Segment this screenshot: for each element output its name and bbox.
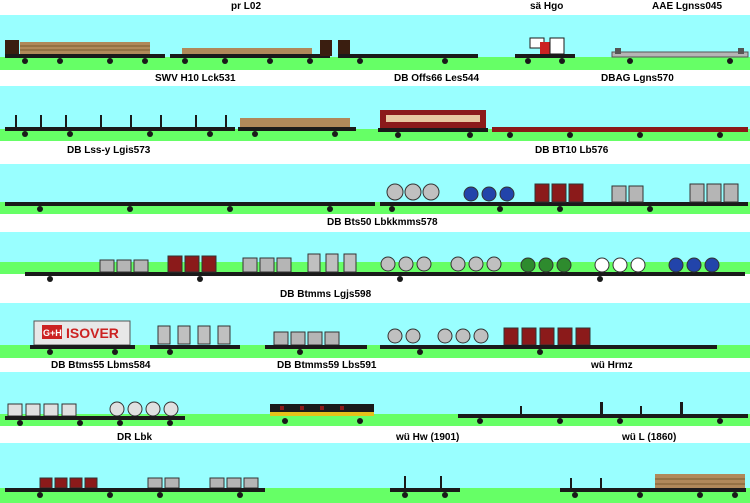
label-sa-hgo: sä Hgo bbox=[530, 1, 564, 12]
label-wu-hw-1901: wü Hw (1901) bbox=[396, 432, 460, 443]
label-pr-l02: pr L02 bbox=[231, 1, 262, 12]
wagon-sa-hgo bbox=[515, 37, 575, 64]
wagon-pr-l02 bbox=[5, 40, 478, 64]
container-brand: ISOVER bbox=[66, 325, 119, 341]
label-dr-lbk: DR Lbk bbox=[117, 432, 152, 443]
label-swv-h10-lck531: SWV H10 Lck531 bbox=[155, 73, 236, 84]
container-logo: G+H bbox=[43, 328, 62, 338]
wagon-wu-hw-1901 bbox=[390, 476, 460, 498]
wagon-aae-lgnss045 bbox=[611, 48, 749, 64]
label-db-btmms59-lbs591: DB Btmms59 Lbs591 bbox=[277, 360, 377, 371]
wagon-db-btms55-lbms584 bbox=[5, 401, 185, 426]
sky-band-row-2 bbox=[0, 86, 750, 129]
wagon-wu-hrmz bbox=[458, 402, 748, 424]
wagon-db-bt10-lb576 bbox=[380, 183, 748, 212]
wagon-dr-lbk bbox=[5, 477, 265, 498]
sky-band-row-6 bbox=[0, 372, 750, 414]
wagon-db-btmms-lgjs598: G+H ISOVER bbox=[30, 320, 717, 355]
sky-band-row-4 bbox=[0, 232, 750, 262]
label-dbag-lgns570: DBAG Lgns570 bbox=[601, 73, 674, 84]
wagon-dbag-lgns570 bbox=[492, 127, 748, 138]
label-db-bt10-lb576: DB BT10 Lb576 bbox=[535, 145, 609, 156]
wagon-db-bts50-lbkkmms578 bbox=[25, 253, 745, 282]
sky-band-row-7 bbox=[0, 443, 750, 488]
label-wu-l-1860: wü L (1860) bbox=[622, 432, 677, 443]
label-db-offs66-les544: DB Offs66 Les544 bbox=[394, 73, 480, 84]
label-db-btms55-lbms584: DB Btms55 Lbms584 bbox=[51, 360, 151, 371]
label-db-btmms-lgjs598: DB Btmms Lgjs598 bbox=[280, 289, 372, 300]
label-db-lss-y-lgis573: DB Lss-y Lgis573 bbox=[67, 145, 151, 156]
label-db-bts50-lbkkmms578: DB Bts50 Lbkkmms578 bbox=[327, 217, 438, 228]
wagon-swv-h10-lck531 bbox=[5, 115, 356, 137]
label-aae-lgnss045: AAE Lgnss045 bbox=[652, 1, 723, 12]
wagon-db-btmms59-lbs591 bbox=[270, 404, 374, 424]
wagon-db-offs66-les544 bbox=[378, 110, 488, 138]
wagon-wu-l-1860 bbox=[560, 474, 746, 498]
label-wu-hrmz: wü Hrmz bbox=[591, 360, 633, 371]
wagon-db-lss-y-lgis573 bbox=[5, 202, 375, 212]
